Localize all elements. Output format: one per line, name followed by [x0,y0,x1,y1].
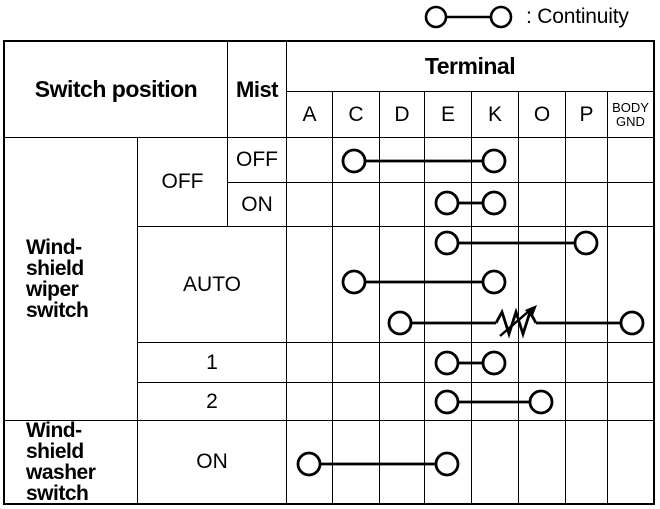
terminal-grid-cell [380,383,425,421]
terminal-col-p: P [566,92,608,138]
switch-position-header: Switch position [5,42,228,138]
terminal-grid-cell [472,138,519,183]
wiper-2-label: 2 [138,383,287,421]
terminal-grid-cell [608,383,653,421]
terminal-grid-cell [287,227,333,343]
washer-on-label: ON [138,421,287,503]
terminal-grid-cell [425,383,472,421]
terminal-grid-cell [472,383,519,421]
terminal-col-o: O [519,92,566,138]
continuity-symbol-icon [424,5,513,29]
terminal-grid-cell [472,343,519,383]
terminal-grid-cell [425,343,472,383]
terminal-grid-cell [333,421,380,503]
terminal-grid-cell [472,183,519,227]
wiper-off-label: OFF [138,138,228,227]
mist-on-label: ON [228,183,287,227]
legend-label: : Continuity [526,5,629,28]
terminal-grid-cell [519,421,566,503]
terminal-grid-cell [380,343,425,383]
terminal-col-a: A [287,92,333,138]
terminal-grid-cell [566,227,608,343]
terminal-grid-cell [333,138,380,183]
terminal-col-d: D [380,92,425,138]
terminal-grid-cell [287,183,333,227]
terminal-col-body-gnd: BODY GND [608,92,653,138]
terminal-grid-cell [566,138,608,183]
terminal-grid-cell [608,421,653,503]
terminal-grid-cell [333,343,380,383]
terminal-grid-cell [425,421,472,503]
terminal-grid-cell [333,383,380,421]
terminal-grid-cell [333,227,380,343]
continuity-table: Switch position Mist Terminal A C D E K … [3,40,655,505]
terminal-grid-cell [287,138,333,183]
terminal-grid-cell [380,183,425,227]
washer-switch-label: Wind- shield washer switch [5,420,138,504]
terminal-grid-cell [425,183,472,227]
terminal-grid-cell [380,138,425,183]
terminal-grid-cell [425,227,472,343]
terminal-header: Terminal [287,42,653,92]
terminal-col-k: K [472,92,519,138]
terminal-grid-cell [519,343,566,383]
terminal-grid-cell [566,383,608,421]
terminal-grid-cell [566,183,608,227]
wiper-auto-label: AUTO [138,227,287,343]
wiper-switch-label: Wind- shield wiper switch [5,138,138,421]
terminal-grid-cell [608,227,653,343]
wiper-1-label: 1 [138,343,287,383]
continuity-legend: : Continuity [424,0,629,34]
terminal-grid-cell [566,343,608,383]
terminal-grid-cell [380,421,425,503]
terminal-grid-cell [608,138,653,183]
terminal-grid-cell [425,138,472,183]
terminal-grid-cell [519,138,566,183]
terminal-grid-cell [566,421,608,503]
terminal-grid-cell [287,383,333,421]
mist-off-label: OFF [228,138,287,183]
terminal-grid-cell [333,183,380,227]
terminal-grid-cell [472,227,519,343]
terminal-grid-cell [519,183,566,227]
terminal-col-c: C [333,92,380,138]
terminal-col-e: E [425,92,472,138]
terminal-grid-cell [519,227,566,343]
terminal-grid-cell [287,421,333,503]
mist-header: Mist [228,42,287,138]
terminal-grid-cell [472,421,519,503]
terminal-grid-cell [287,343,333,383]
terminal-grid-cell [380,227,425,343]
terminal-grid-cell [519,383,566,421]
terminal-grid-cell [608,183,653,227]
terminal-grid-cell [608,343,653,383]
